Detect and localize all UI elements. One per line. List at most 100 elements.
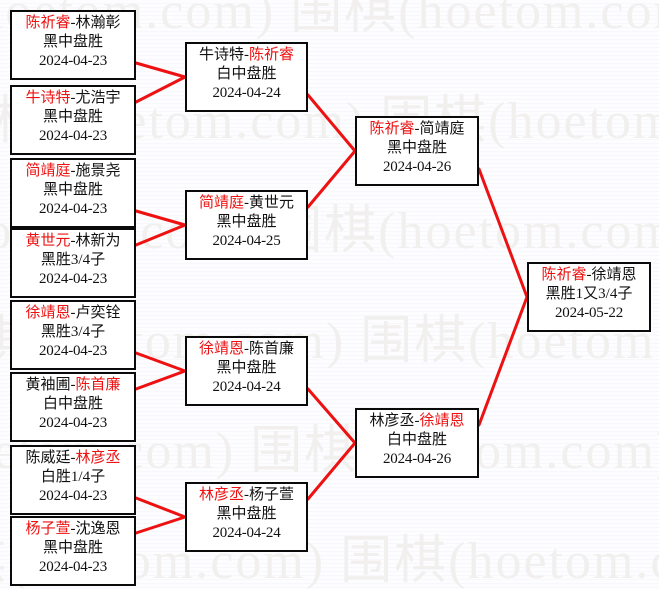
player-separator: - xyxy=(70,305,76,321)
connector-round3-1-upper xyxy=(306,93,357,153)
player-separator: - xyxy=(70,521,76,537)
player-a: 简靖庭 xyxy=(25,163,71,179)
match-date: 2024-04-23 xyxy=(39,271,107,288)
match-date: 2024-05-22 xyxy=(555,305,623,322)
match-players: 简靖庭-黄世元 xyxy=(190,194,303,213)
match-players: 林彦丞-杨子萱 xyxy=(190,486,303,505)
player-a: 牛诗特 xyxy=(25,90,71,106)
player-a: 黄世元 xyxy=(25,233,71,249)
connector-round2-4-upper xyxy=(134,496,187,519)
match-date: 2024-04-24 xyxy=(212,379,281,396)
player-separator: - xyxy=(70,450,76,466)
match-result: 黑胜3/4子 xyxy=(40,324,106,341)
connector-round2-3-upper xyxy=(134,351,187,373)
match-result: 白中盘胜 xyxy=(42,396,103,413)
connector-round2-1-lower xyxy=(134,75,187,104)
match-players: 杨子萱-沈逸恩 xyxy=(15,520,131,539)
match-box-round1-6[interactable]: 黄袖圃-陈首廉白中盘胜 2024-04-23 xyxy=(10,372,136,442)
match-box-round3-2[interactable]: 林彦丞-徐靖恩白中盘胜 2024-04-26 xyxy=(355,408,479,478)
match-result: 黑中盘胜 xyxy=(216,506,277,523)
match-result: 黑中盘胜 xyxy=(42,109,103,126)
match-players: 简靖庭-施景尧 xyxy=(15,162,131,181)
player-b: 陈首廉 xyxy=(249,341,295,357)
match-date: 2024-04-26 xyxy=(383,451,451,468)
match-result: 黑中盘胜 xyxy=(386,140,447,157)
match-result: 白中盘胜 xyxy=(216,66,277,83)
player-b: 徐靖恩 xyxy=(591,267,637,283)
player-b: 林瀚彰 xyxy=(75,15,121,31)
player-separator: - xyxy=(70,15,76,31)
match-date: 2024-04-23 xyxy=(39,53,107,70)
match-players: 牛诗特-陈祈睿 xyxy=(190,46,303,65)
connector-final-1-upper xyxy=(477,167,529,299)
match-box-final-1[interactable]: 陈祈睿-徐靖恩黑胜1又3/4子 2024-05-22 xyxy=(527,262,651,332)
match-box-round1-7[interactable]: 陈威廷-林彦丞白胜1/4子 2024-04-23 xyxy=(10,445,136,515)
match-result: 黑中盘胜 xyxy=(216,360,277,377)
player-a: 陈祈睿 xyxy=(25,15,71,31)
match-box-round2-1[interactable]: 牛诗特-陈祈睿白中盘胜 2024-04-24 xyxy=(185,42,308,112)
match-box-round2-3[interactable]: 徐靖恩-陈首廉黑中盘胜 2024-04-24 xyxy=(185,336,308,406)
match-date: 2024-04-23 xyxy=(39,128,107,145)
match-date: 2024-04-24 xyxy=(212,85,281,102)
match-result: 黑胜3/4子 xyxy=(40,252,106,269)
match-result: 黑中盘胜 xyxy=(42,182,103,199)
player-separator: - xyxy=(70,377,76,393)
player-b: 林彦丞 xyxy=(75,450,121,466)
connector-round3-2-lower xyxy=(306,441,357,501)
player-b: 施景尧 xyxy=(75,163,121,179)
player-b: 陈祈睿 xyxy=(249,47,295,63)
player-a: 简靖庭 xyxy=(198,195,244,211)
player-b: 简靖庭 xyxy=(419,121,465,137)
match-result: 白中盘胜 xyxy=(386,432,447,449)
connector-round3-1-lower xyxy=(306,149,357,209)
match-date: 2024-04-24 xyxy=(212,525,281,542)
match-players: 黄世元-林新为 xyxy=(15,232,131,251)
player-a: 陈威廷 xyxy=(25,450,71,466)
connector-round2-2-upper xyxy=(134,209,187,227)
match-date: 2024-04-25 xyxy=(212,233,281,250)
player-separator: - xyxy=(244,195,249,211)
player-b: 杨子萱 xyxy=(249,487,295,503)
player-b: 卢奕铨 xyxy=(75,305,121,321)
player-a: 林彦丞 xyxy=(369,413,415,429)
player-separator: - xyxy=(70,90,76,106)
match-players: 林彦丞-徐靖恩 xyxy=(360,412,474,431)
player-a: 陈祈睿 xyxy=(369,121,415,137)
match-result: 黑中盘胜 xyxy=(42,34,103,51)
match-date: 2024-04-23 xyxy=(39,201,107,218)
player-b: 徐靖恩 xyxy=(419,413,465,429)
match-date: 2024-04-23 xyxy=(39,488,107,505)
match-players: 牛诗特-尤浩宇 xyxy=(15,89,131,108)
match-players: 徐靖恩-卢奕铨 xyxy=(15,304,131,323)
player-b: 沈逸恩 xyxy=(75,521,121,537)
player-a: 林彦丞 xyxy=(198,487,244,503)
match-result: 黑胜1又3/4子 xyxy=(545,286,633,303)
player-a: 徐靖恩 xyxy=(25,305,71,321)
player-separator: - xyxy=(244,47,249,63)
match-players: 徐靖恩-陈首廉 xyxy=(190,340,303,359)
match-date: 2024-04-23 xyxy=(39,559,107,576)
player-a: 黄袖圃 xyxy=(25,377,71,393)
player-b: 尤浩宇 xyxy=(75,90,121,106)
match-box-round1-4[interactable]: 黄世元-林新为黑胜3/4子 2024-04-23 xyxy=(10,228,136,298)
match-players: 陈祈睿-徐靖恩 xyxy=(532,266,646,285)
match-box-round1-3[interactable]: 简靖庭-施景尧黑中盘胜 2024-04-23 xyxy=(10,158,136,228)
player-b: 陈首廉 xyxy=(75,377,121,393)
connector-round2-1-upper xyxy=(134,61,187,79)
match-date: 2024-04-23 xyxy=(39,415,107,432)
connector-round2-4-lower xyxy=(134,515,187,535)
connector-round3-2-upper xyxy=(306,387,357,445)
match-result: 白胜1/4子 xyxy=(40,469,106,486)
match-players: 陈祈睿-林瀚彰 xyxy=(15,14,131,33)
player-a: 杨子萱 xyxy=(25,521,71,537)
player-separator: - xyxy=(244,487,249,503)
match-date: 2024-04-26 xyxy=(383,159,451,176)
player-b: 林新为 xyxy=(75,233,121,249)
